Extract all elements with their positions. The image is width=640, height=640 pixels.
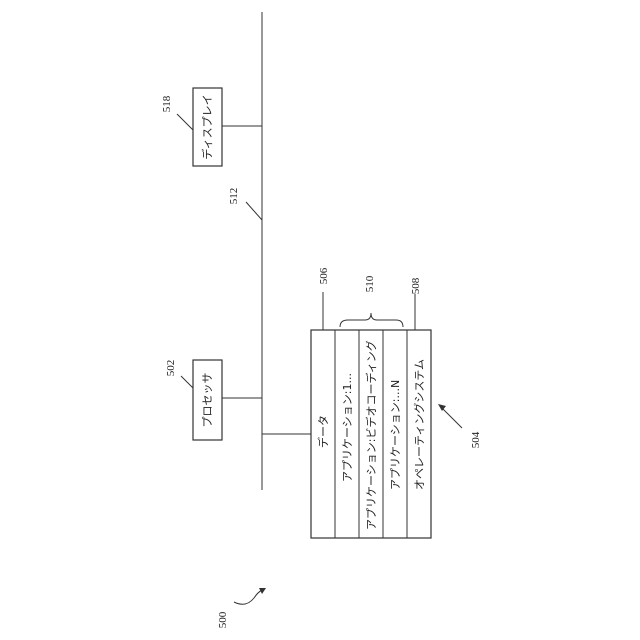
processor-label: プロセッサ [201,373,214,428]
memory-ref-arrowhead [438,404,446,411]
display-label: ディスプレイ [200,94,214,159]
system-ref-label: 500 [217,611,229,628]
memory-row-app1: アプリケーション:1... [341,373,354,482]
memory-row-os: オペレーティングシステム [412,359,426,490]
data-ref-label: 506 [318,267,330,284]
memory-row-data: データ [316,415,330,448]
memory-row-video-coding: アプリケーション:ビデオコーディング [364,340,378,530]
apps-ref-label: 510 [364,275,376,292]
apps-brace [340,313,403,327]
memory-ref-label: 504 [470,431,482,448]
os-ref-label: 508 [410,277,422,294]
processor-ref-label: 502 [165,360,177,377]
system-ref-arrow [234,590,262,604]
bus-ref-label: 512 [228,188,240,205]
bus-leader [246,202,262,220]
processor-leader [181,376,193,388]
display-leader [177,114,193,130]
display-ref-label: 518 [161,95,173,112]
memory-row-appN: アプリケーション:...N [389,380,402,490]
memory-ref-arrow [442,408,462,428]
